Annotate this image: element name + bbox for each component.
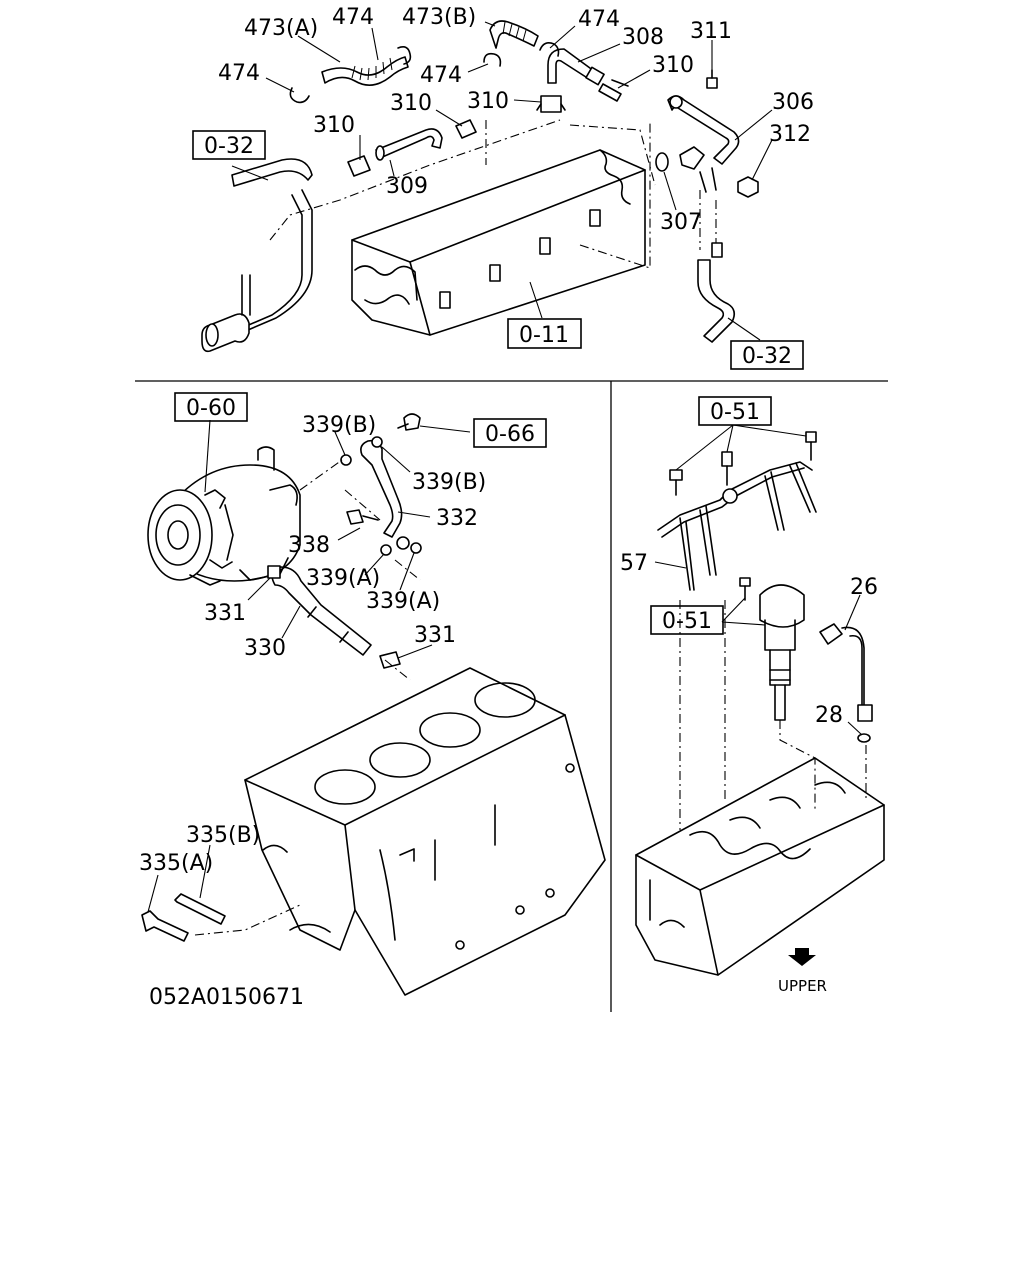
- callout-474: 474: [218, 61, 260, 86]
- pin-335b: [174, 893, 226, 925]
- injector-drawing: [635, 431, 885, 976]
- water-pipe-right: [697, 259, 736, 343]
- callout-307: 307: [660, 210, 702, 235]
- top-ref-boxes: 0-32 0-11 0-32: [192, 130, 804, 370]
- bolt-311: [706, 77, 718, 89]
- oil-pipe-332: [360, 439, 403, 538]
- callout-57: 57: [620, 551, 648, 576]
- clip-310-left: [347, 155, 371, 177]
- clip-310-right: [598, 83, 622, 102]
- callout-312: 312: [769, 122, 811, 147]
- clip-474-mid: [483, 52, 502, 67]
- nut-312: [737, 176, 759, 198]
- bottom-right-callouts: 57 26 28: [620, 551, 878, 728]
- hose-309: [375, 128, 443, 159]
- callout-330: 330: [244, 636, 286, 661]
- callout-474: 474: [578, 7, 620, 32]
- callout-339b: 339(B): [302, 413, 376, 438]
- clip-474-top2: [539, 42, 560, 57]
- drawing-code: 052A0150671: [149, 985, 304, 1010]
- bottom-left-callouts: 339(B) 339(B) 332 338 339(A) 339(A) 331 …: [139, 413, 486, 1010]
- callout-335a: 335(A): [139, 851, 213, 876]
- callout-335b: 335(B): [186, 823, 260, 848]
- callout-339a: 339(A): [366, 589, 440, 614]
- callout-306: 306: [772, 90, 814, 115]
- callout-339b: 339(B): [412, 470, 486, 495]
- upper-arrow: UPPER: [778, 948, 827, 995]
- bolt-338: [346, 509, 364, 525]
- callout-332: 332: [436, 506, 478, 531]
- top-leaders: [231, 21, 773, 341]
- callout-28: 28: [815, 703, 843, 728]
- callout-311: 311: [690, 19, 732, 44]
- panel-dividers: [135, 380, 888, 1012]
- ref-box-0-66: 0-66: [485, 422, 535, 447]
- callout-310: 310: [313, 113, 355, 138]
- callout-309: 309: [386, 174, 428, 199]
- pipe-26-fitting: [819, 623, 843, 645]
- arrow-down-icon: [788, 948, 816, 966]
- callout-310: 310: [467, 89, 509, 114]
- bottom-left-ref-boxes: 0-60 0-66: [174, 392, 547, 448]
- bottom-right-ref-boxes: 0-51 0-51: [650, 396, 772, 635]
- o-ring-307: [655, 152, 669, 172]
- ref-box-0-60: 0-60: [186, 396, 236, 421]
- clip-331-lower: [379, 651, 401, 669]
- alternator-drawing: [147, 413, 422, 681]
- alternator: [179, 464, 301, 582]
- callout-331: 331: [204, 601, 246, 626]
- bottom-left-leaders: [147, 419, 471, 913]
- clip-474-left: [289, 87, 310, 104]
- clip-474-top1: [397, 46, 412, 65]
- clip-331-upper: [267, 565, 281, 579]
- ref-box-0-32: 0-32: [742, 344, 792, 369]
- bottom-right-leaders: [654, 424, 863, 736]
- hose-308: [547, 48, 595, 84]
- clip-310-mid: [455, 119, 477, 139]
- callout-338: 338: [288, 533, 330, 558]
- callout-310: 310: [652, 53, 694, 78]
- callout-474: 474: [332, 5, 374, 30]
- callout-308: 308: [622, 25, 664, 50]
- clip-310-center: [540, 95, 562, 113]
- pin-335a: [141, 910, 189, 942]
- ref-box-0-11: 0-11: [519, 323, 569, 348]
- callout-474: 474: [420, 63, 462, 88]
- hose-473b: [489, 20, 539, 49]
- water-pipe-left: [231, 158, 313, 187]
- callout-331: 331: [414, 623, 456, 648]
- upper-label: UPPER: [778, 977, 827, 995]
- cylinder-head-drawing: [269, 119, 717, 336]
- ref-box-0-51: 0-51: [662, 609, 712, 634]
- callout-310: 310: [390, 91, 432, 116]
- top-callouts: 473(A) 474 473(B) 474 308 311 474 474 31…: [218, 5, 814, 235]
- ref-box-0-32: 0-32: [204, 134, 254, 159]
- water-hose-parts: [201, 20, 759, 353]
- callout-339a: 339(A): [306, 566, 380, 591]
- callout-26: 26: [850, 575, 878, 600]
- injector: [759, 584, 805, 628]
- o-ring-28: [857, 733, 871, 743]
- hose-473a: [321, 56, 409, 86]
- cylinder-block-drawing: [141, 667, 606, 996]
- bolt-0-66: [403, 413, 421, 431]
- callout-473b: 473(B): [402, 5, 476, 30]
- ref-box-0-51: 0-51: [710, 400, 760, 425]
- callout-473a: 473(A): [244, 16, 318, 41]
